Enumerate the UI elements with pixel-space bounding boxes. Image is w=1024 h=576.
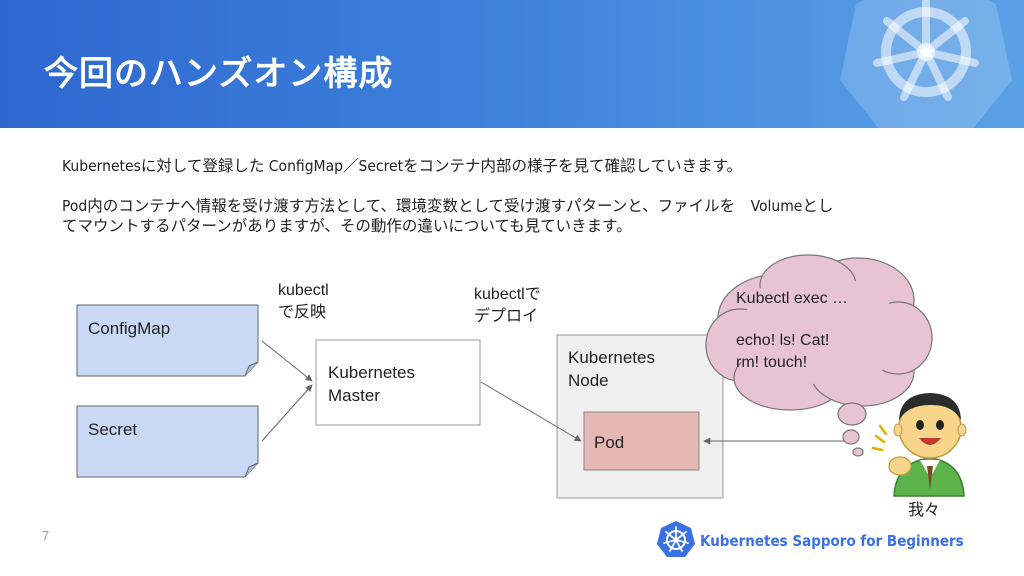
apply-note-line1: kubectl [278, 282, 329, 299]
footer-brand: Kubernetes Sapporo for Beginners [654, 518, 984, 558]
thought-line3: rm! touch! [736, 354, 808, 371]
deploy-note-line1: kubectlで [474, 286, 541, 303]
detail-paragraph: Pod内のコンテナへ情報を受け渡す方法として、環境変数として受け渡すパターンと、… [62, 196, 962, 236]
secret-shape [76, 405, 259, 478]
secret-label: Secret [88, 420, 138, 439]
kubernetes-wheel-icon [657, 521, 695, 557]
thought-line2: echo! ls! Cat! [736, 332, 830, 349]
master-shape [315, 339, 481, 426]
pod-shape [583, 411, 700, 471]
secret-arrow [261, 384, 313, 442]
deploy-note-line2: デプロイ [474, 308, 539, 325]
pod-label: Pod [594, 433, 625, 452]
master-label: Kubernetes Master [328, 361, 415, 407]
thought-text: Kubectl exec … echo! ls! Cat! rm! touch! [736, 288, 848, 374]
footer-brand-text: Kubernetes Sapporo for Beginners [700, 532, 964, 550]
detail-paragraph-line1: Pod内のコンテナへ情報を受け渡す方法として、環境変数として受け渡すパターンと、… [62, 197, 834, 215]
configmap-arrow [261, 340, 313, 382]
master-label-line1: Kubernetes [328, 363, 415, 382]
apply-note-line2: で反映 [278, 304, 327, 321]
slide-title: 今回のハンズオン構成 [44, 54, 394, 94]
slide-header: 今回のハンズオン構成 [0, 0, 1024, 128]
intro-paragraph: Kubernetesに対して登録した ConfigMap／Secretをコンテナ… [62, 157, 743, 175]
deploy-arrow [480, 381, 582, 442]
configmap-shape [76, 304, 259, 377]
person-icon [871, 393, 967, 497]
detail-paragraph-line2: てマウントするパターンがありますが、その動作の違いについても見ていきます。 [62, 217, 632, 235]
kubernetes-logo-icon [840, 0, 1012, 128]
node-label-line2: Node [568, 371, 609, 390]
page-number: 7 [42, 528, 50, 543]
node-label-line1: Kubernetes [568, 348, 655, 367]
person-label: 我々 [908, 500, 941, 519]
configmap-label: ConfigMap [88, 319, 171, 338]
node-label: Kubernetes Node [568, 346, 655, 392]
thought-bubbles [837, 402, 867, 457]
apply-note: kubectl で反映 [278, 280, 329, 324]
thought-line1: Kubectl exec … [736, 290, 849, 307]
deploy-note: kubectlで デプロイ [474, 284, 541, 328]
master-label-line2: Master [328, 386, 380, 405]
